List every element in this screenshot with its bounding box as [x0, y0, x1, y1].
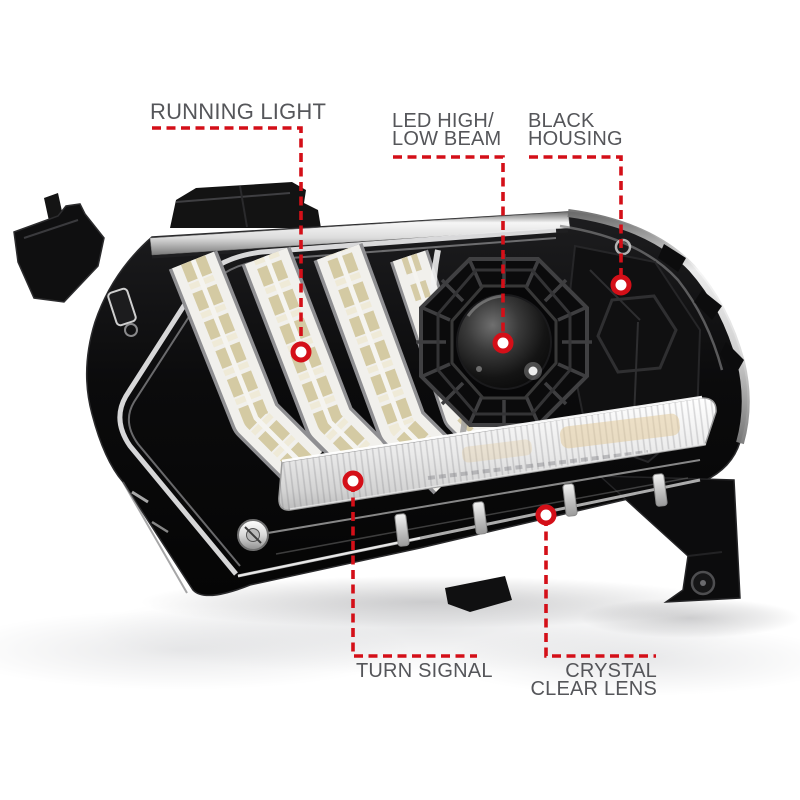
leader-crystal-lens — [544, 517, 656, 658]
lens-studs — [394, 473, 668, 547]
label-line: CRYSTAL — [565, 660, 657, 682]
top-mounting-tab — [170, 182, 321, 228]
label-line: LOW BEAM — [392, 128, 502, 150]
amber-turn-signal-section — [560, 413, 680, 449]
turn-signal-bar — [278, 395, 717, 511]
callout-dot-led-beam — [492, 332, 514, 354]
side-mounting-bracket — [13, 193, 105, 303]
leader-led-beam — [393, 155, 505, 341]
callout-label-turn-signal: TURN SIGNAL — [356, 660, 493, 682]
adjuster-bolt — [237, 519, 269, 551]
callout-label-crystal-lens: CRYSTAL CLEAR LENS — [530, 660, 658, 700]
label-line: HOUSING — [528, 128, 623, 150]
leader-running-light — [152, 126, 303, 350]
leader-black-housing — [529, 155, 623, 283]
callout-label-running-light: RUNNING LIGHT — [150, 99, 327, 124]
callout-label-black-housing: BLACK HOUSING — [528, 110, 623, 150]
callout-dot-crystal-lens — [535, 504, 557, 526]
callout-dot-running-light — [290, 341, 312, 363]
chrome-trim — [149, 209, 750, 445]
bottom-clip — [445, 576, 512, 612]
ground-shadow — [0, 576, 800, 696]
mounting-foot — [597, 475, 741, 603]
label-line: BLACK — [528, 110, 595, 132]
callout-dot-turn-signal — [342, 470, 364, 492]
etched-lens-marking — [427, 450, 649, 480]
callout-dot-black-housing — [610, 274, 632, 296]
lower-lens-details — [237, 459, 701, 555]
label-line: LED HIGH/ — [392, 110, 494, 132]
led-strip — [168, 250, 325, 487]
callout-label-led-beam: LED HIGH/ LOW BEAM — [392, 110, 502, 150]
label-line: CLEAR LENS — [530, 678, 657, 700]
callout-dots — [290, 274, 632, 526]
leader-lines — [152, 126, 656, 658]
